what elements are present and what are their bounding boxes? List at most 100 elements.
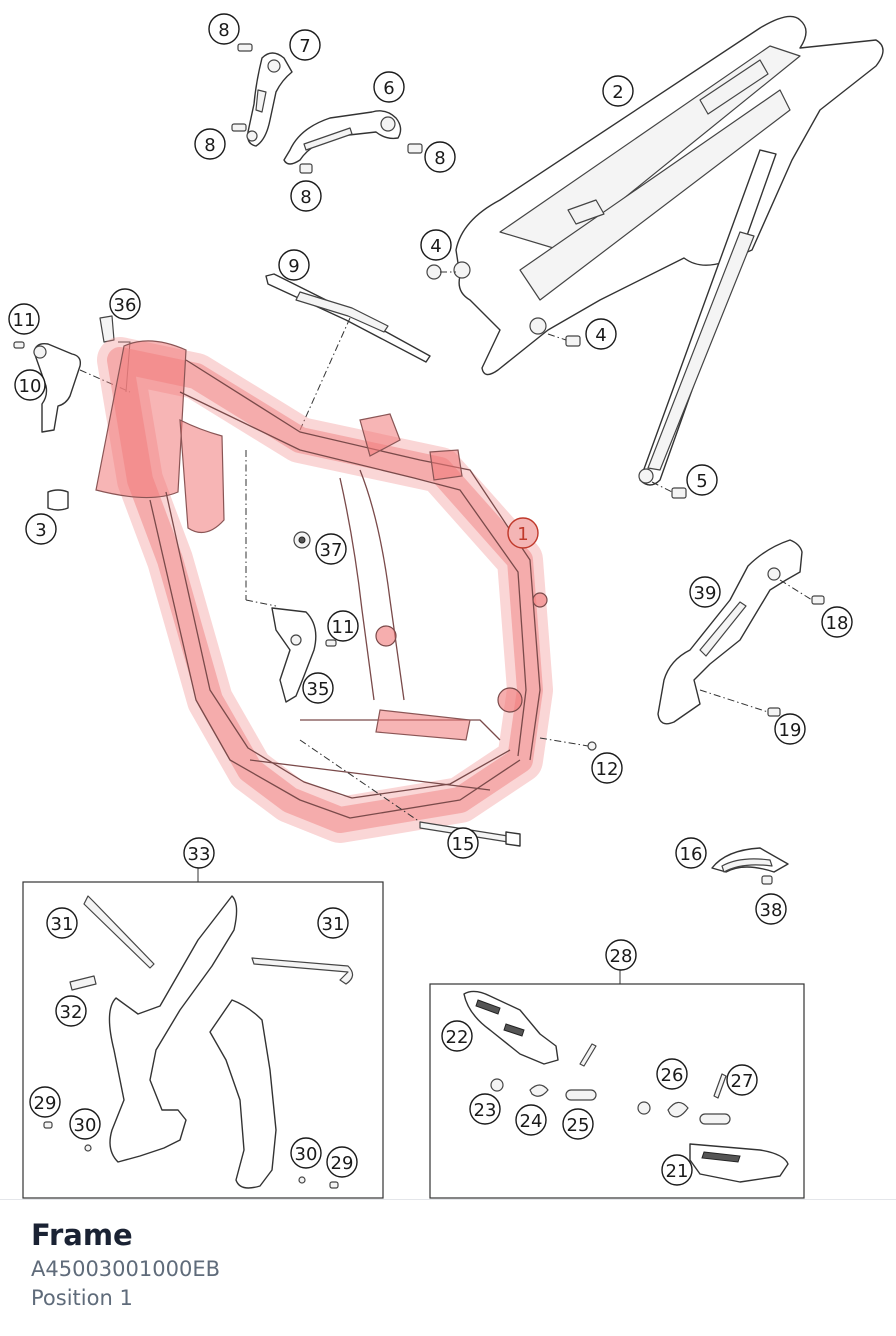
callout-33[interactable]: 33 <box>183 837 215 869</box>
svg-text:28: 28 <box>610 946 633 967</box>
svg-text:25: 25 <box>567 1115 590 1136</box>
callout-35[interactable]: 35 <box>302 672 334 704</box>
callout-4b[interactable]: 4 <box>585 318 617 350</box>
svg-text:26: 26 <box>661 1065 684 1086</box>
svg-text:8: 8 <box>434 148 445 169</box>
svg-text:3: 3 <box>35 520 46 541</box>
part-position: Position 1 <box>31 1286 133 1310</box>
steering-lock[interactable] <box>13 315 115 433</box>
callout-32[interactable]: 32 <box>55 995 87 1027</box>
swingarm-guard[interactable] <box>657 539 825 725</box>
callout-29a[interactable]: 29 <box>29 1086 61 1118</box>
cable-strap[interactable] <box>265 273 431 431</box>
svg-text:31: 31 <box>322 914 345 935</box>
part-info-panel: Frame A45003001000EB Position 1 <box>0 1199 896 1336</box>
callout-9[interactable]: 9 <box>278 249 310 281</box>
subframe[interactable] <box>453 15 884 486</box>
svg-text:36: 36 <box>114 295 137 316</box>
svg-text:39: 39 <box>694 583 717 604</box>
svg-text:31: 31 <box>51 914 74 935</box>
svg-text:18: 18 <box>826 613 849 634</box>
callout-28[interactable]: 28 <box>605 939 637 971</box>
callout-38[interactable]: 38 <box>755 893 787 925</box>
callout-6[interactable]: 6 <box>373 71 405 103</box>
svg-text:8: 8 <box>218 20 229 41</box>
svg-text:15: 15 <box>452 834 475 855</box>
frame[interactable] <box>95 337 553 843</box>
callout-30b[interactable]: 30 <box>290 1137 322 1169</box>
callout-24[interactable]: 24 <box>515 1104 547 1136</box>
callout-26[interactable]: 26 <box>656 1058 688 1090</box>
callout-19[interactable]: 19 <box>774 713 806 745</box>
svg-text:30: 30 <box>74 1115 97 1136</box>
callout-37[interactable]: 37 <box>315 533 347 565</box>
svg-text:23: 23 <box>474 1100 497 1121</box>
svg-text:11: 11 <box>13 310 36 331</box>
bracket-screws <box>231 43 423 174</box>
svg-text:8: 8 <box>300 187 311 208</box>
callout-8d[interactable]: 8 <box>424 141 456 173</box>
callout-27[interactable]: 27 <box>726 1064 758 1096</box>
svg-text:4: 4 <box>595 325 606 346</box>
svg-text:30: 30 <box>295 1144 318 1165</box>
callout-11b[interactable]: 11 <box>327 610 359 642</box>
callout-31a[interactable]: 31 <box>46 907 78 939</box>
callout-11a[interactable]: 11 <box>8 303 40 335</box>
cap[interactable] <box>47 489 69 511</box>
callout-30a[interactable]: 30 <box>69 1108 101 1140</box>
svg-text:11: 11 <box>332 617 355 638</box>
callout-10[interactable]: 10 <box>14 369 46 401</box>
svg-text:16: 16 <box>680 844 703 865</box>
callout-25[interactable]: 25 <box>562 1108 594 1140</box>
grommet[interactable] <box>293 531 311 549</box>
svg-text:29: 29 <box>331 1153 354 1174</box>
svg-text:1: 1 <box>517 524 528 545</box>
callout-12[interactable]: 12 <box>591 752 623 784</box>
callout-36[interactable]: 36 <box>109 288 141 320</box>
svg-text:32: 32 <box>60 1002 83 1023</box>
callout-31b[interactable]: 31 <box>317 907 349 939</box>
svg-text:22: 22 <box>446 1027 469 1048</box>
callout-39[interactable]: 39 <box>689 576 721 608</box>
callout-16[interactable]: 16 <box>675 837 707 869</box>
svg-text:33: 33 <box>188 844 211 865</box>
frame-protector-kit[interactable] <box>22 866 384 1199</box>
callout-22[interactable]: 22 <box>441 1020 473 1052</box>
chain-guide[interactable] <box>711 847 789 885</box>
part-title: Frame <box>31 1218 133 1252</box>
callout-15[interactable]: 15 <box>447 827 479 859</box>
svg-text:4: 4 <box>430 236 441 257</box>
subframe-bolts <box>426 264 687 499</box>
callout-7[interactable]: 7 <box>289 29 321 61</box>
svg-text:21: 21 <box>666 1161 689 1182</box>
callout-5[interactable]: 5 <box>686 464 718 496</box>
callout-8b[interactable]: 8 <box>194 128 226 160</box>
callout-8c[interactable]: 8 <box>290 180 322 212</box>
svg-text:5: 5 <box>696 471 707 492</box>
callout-8a[interactable]: 8 <box>208 13 240 45</box>
svg-text:29: 29 <box>34 1093 57 1114</box>
svg-text:35: 35 <box>307 679 330 700</box>
callout-3[interactable]: 3 <box>25 513 57 545</box>
callout-29b[interactable]: 29 <box>326 1146 358 1178</box>
callout-4a[interactable]: 4 <box>420 229 452 261</box>
svg-text:6: 6 <box>383 78 394 99</box>
engine-bracket-left[interactable] <box>246 52 293 147</box>
callout-2[interactable]: 2 <box>602 75 634 107</box>
svg-text:7: 7 <box>299 36 310 57</box>
svg-text:8: 8 <box>204 135 215 156</box>
footrest-kit[interactable] <box>429 968 805 1199</box>
svg-text:9: 9 <box>288 256 299 277</box>
svg-text:37: 37 <box>320 540 343 561</box>
guard-plate[interactable] <box>271 607 317 703</box>
callout-21[interactable]: 21 <box>661 1154 693 1186</box>
svg-text:10: 10 <box>19 376 42 397</box>
callout-18[interactable]: 18 <box>821 606 853 638</box>
svg-text:27: 27 <box>731 1071 754 1092</box>
part-number: A45003001000EB <box>31 1257 221 1281</box>
exploded-parts-diagram: 1 2 3 4 4 5 6 7 8 8 8 8 9 10 11 11 12 15… <box>8 13 884 1199</box>
svg-text:12: 12 <box>596 759 619 780</box>
callout-23[interactable]: 23 <box>469 1093 501 1125</box>
callout-1[interactable]: 1 <box>507 517 539 549</box>
engine-bracket-right[interactable] <box>283 110 402 165</box>
